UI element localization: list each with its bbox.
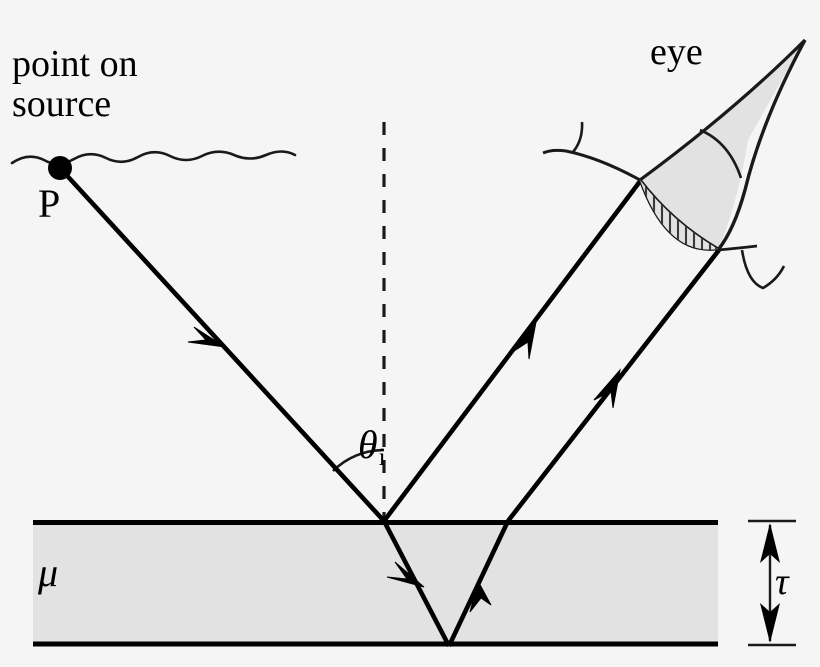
outgoing-ray-lower xyxy=(506,248,721,523)
film-slab xyxy=(33,520,718,647)
eye-upper-lid-hook xyxy=(571,121,584,153)
eye-lower-lid-hook xyxy=(740,249,786,290)
eye-label: eye xyxy=(650,31,703,73)
incidence-angle-label: θi xyxy=(318,382,386,514)
refractive-index-label: μ xyxy=(38,550,59,595)
eye-right-outline xyxy=(716,39,807,252)
thickness-arrowhead-down xyxy=(760,603,780,643)
eye-upper-lid xyxy=(542,148,641,182)
incident-ray xyxy=(58,166,386,523)
internal-reflection-arrowhead xyxy=(469,579,492,613)
refracted-ray xyxy=(381,519,452,648)
refracted-ray-arrowhead xyxy=(386,561,425,588)
outgoing-ray-upper-arrowhead xyxy=(510,321,537,360)
outgoing-ray-upper xyxy=(382,178,643,523)
incident-ray-arrowhead xyxy=(187,326,226,348)
thickness-arrowhead-up xyxy=(760,523,780,563)
theta-subscript: i xyxy=(378,444,386,472)
eye-upper-outline xyxy=(639,38,807,182)
source-point-label: P xyxy=(38,181,61,226)
film-body xyxy=(33,521,718,645)
eye-cornea-curve xyxy=(638,179,719,251)
eye-lash-arc-upper xyxy=(699,128,743,179)
point-on-source-label: point on source xyxy=(12,43,138,126)
thickness-marker xyxy=(748,519,796,647)
eye-lower-lid xyxy=(717,244,758,252)
outgoing-ray-lower-arrowhead xyxy=(593,368,621,409)
eye-illustration xyxy=(542,38,807,290)
thickness-label: τ xyxy=(775,561,789,603)
theta-symbol: θ xyxy=(358,422,378,468)
internal-reflection-ray xyxy=(446,520,511,647)
